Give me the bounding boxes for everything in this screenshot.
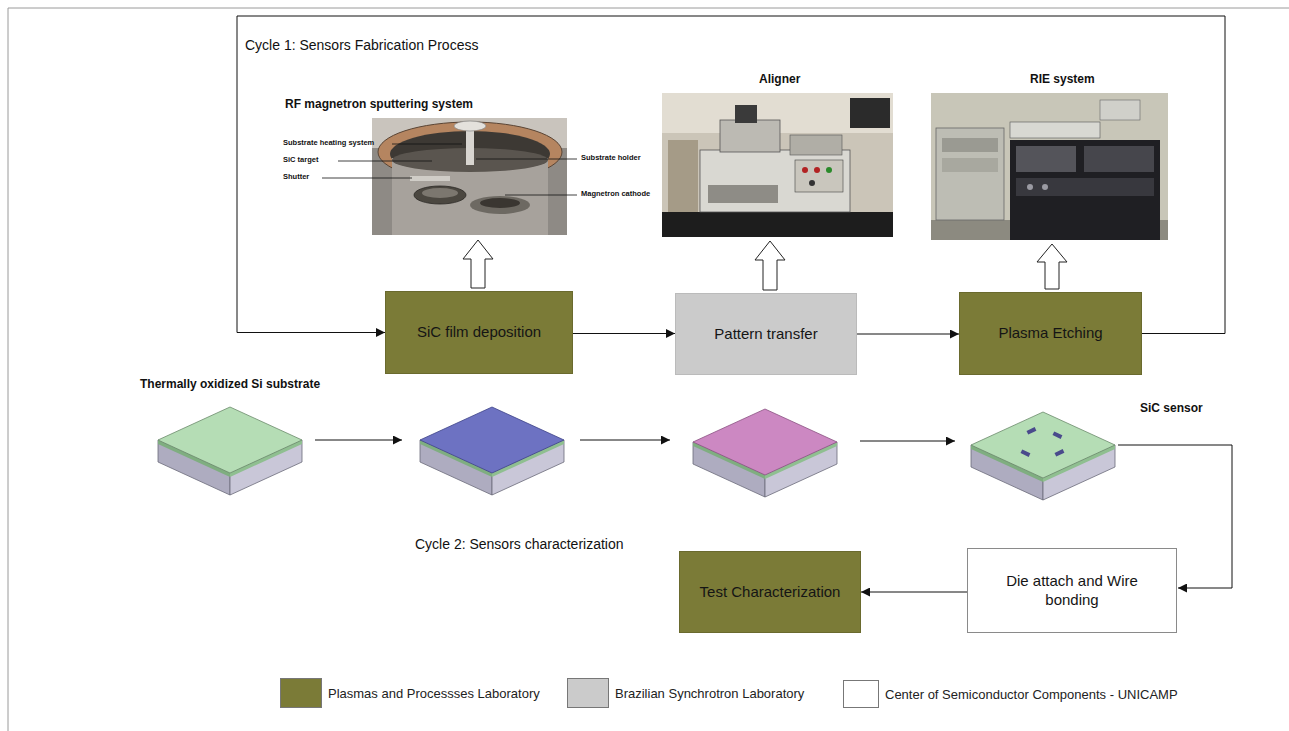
aligner-photo-part — [826, 167, 832, 173]
legend-swatch — [567, 678, 609, 708]
callout-label: Magnetron cathode — [581, 190, 650, 199]
rie-photo-part — [942, 138, 998, 152]
wafer-sensor-part — [1053, 431, 1063, 438]
legend-item: Brazilian Synchrotron Laboratory — [567, 678, 804, 708]
rie-photo-part — [1027, 184, 1033, 190]
sputtering-photo-part — [322, 178, 412, 179]
aligner-photo-part — [814, 167, 820, 173]
flow-connector — [861, 592, 967, 593]
process-box: Test Characterization — [679, 551, 861, 633]
sputtering-photo-part — [454, 121, 486, 131]
hollow-arrow-part — [755, 241, 785, 290]
rie-photo — [931, 93, 1168, 240]
box-label: SiC film deposition — [417, 323, 541, 342]
wafer-substrate — [158, 407, 302, 495]
callout-label: Substrate holder — [581, 154, 641, 163]
wafer-sic-film — [420, 407, 564, 495]
photo-title: RF magnetron sputtering system — [285, 98, 473, 112]
wafer-substrate-part — [158, 407, 302, 473]
legend-item: Center of Semiconductor Components - UNI… — [843, 680, 1178, 708]
aligner-photo-part — [700, 150, 850, 212]
aligner-photo — [662, 93, 893, 237]
aligner-photo-part — [735, 105, 757, 123]
rie-photo-part — [931, 93, 1168, 240]
aligner-photo-part — [809, 180, 815, 186]
aligner-photo-part — [795, 160, 843, 192]
process-box: Plasma Etching — [959, 292, 1142, 375]
sputtering-photo-part — [392, 144, 462, 145]
sputtering-photo-part — [480, 198, 520, 208]
callout-label: Substrate heating system — [283, 139, 374, 148]
rie-photo-part — [1100, 100, 1140, 120]
sputtering-photo-part — [410, 176, 450, 181]
flow-arrow-part — [315, 440, 402, 441]
hollow-arrow-part — [463, 240, 493, 288]
sputtering-photo-part — [470, 196, 530, 214]
legend-text: Center of Semiconductor Components - UNI… — [885, 687, 1178, 702]
aligner-photo-part — [662, 212, 893, 237]
wafer-resist-part — [693, 409, 837, 475]
rie-photo-part — [1016, 146, 1076, 172]
legend-swatch — [843, 680, 879, 708]
figure-frame — [8, 8, 1289, 731]
wafer-sensor-part — [1021, 449, 1031, 456]
legend-item: Plasmas and Processses Laboratory — [280, 678, 540, 708]
sputtering-photo-part — [422, 188, 458, 198]
cycle-title: Cycle 2: Sensors characterization — [415, 536, 624, 552]
flow-arrow-part — [860, 441, 955, 442]
rie-photo-part — [1042, 184, 1048, 190]
aligner-photo-part — [668, 140, 698, 212]
aligner-photo-part — [708, 185, 778, 203]
rie-photo-part — [936, 128, 1004, 220]
rie-photo-part — [1010, 140, 1160, 240]
box-label: Pattern transfer — [714, 325, 817, 344]
photo-title: RIE system — [1030, 73, 1095, 87]
flow-connector — [237, 16, 1225, 334]
flow-connector — [573, 333, 675, 334]
aligner-photo-part — [850, 98, 890, 128]
process-box: SiC film deposition — [385, 291, 573, 374]
sputtering-photo — [322, 118, 577, 235]
sputtering-photo-part — [372, 118, 567, 235]
aligner-photo-part — [662, 93, 893, 237]
legend-text: Plasmas and Processses Laboratory — [328, 686, 540, 701]
wafer-sensor-part — [971, 412, 1115, 478]
hollow-arrow — [463, 240, 1067, 290]
aligner-photo-part — [790, 135, 842, 155]
sputtering-photo-part — [338, 161, 432, 162]
wafer-sic-film-part — [420, 407, 564, 473]
callout-label: SiC target — [283, 156, 318, 165]
rie-photo-part — [1016, 178, 1154, 196]
aligner-photo-part — [802, 167, 808, 173]
wafer-resist — [693, 409, 837, 497]
wafer-sensor-part — [1027, 427, 1037, 434]
sputtering-photo-part — [476, 159, 577, 160]
hollow-arrow-part — [1037, 244, 1067, 289]
callout-label: Shutter — [283, 173, 309, 182]
rie-photo-part — [1010, 122, 1100, 138]
rie-photo-part — [1084, 146, 1154, 172]
photo-title: Aligner — [759, 73, 800, 87]
flow-connector — [857, 334, 959, 335]
wafer-sensor-part — [1055, 449, 1065, 456]
flow-arrow-part — [580, 440, 670, 441]
aligner-photo-part — [720, 120, 780, 152]
wafer-label: Thermally oxidized Si substrate — [140, 378, 320, 392]
process-box: Die attach and Wire bonding — [967, 548, 1177, 633]
legend-text: Brazilian Synchrotron Laboratory — [615, 686, 804, 701]
sputtering-photo-part — [414, 186, 466, 204]
box-label: Plasma Etching — [998, 324, 1102, 343]
rie-photo-part — [942, 158, 998, 172]
sputtering-photo-part — [505, 195, 577, 196]
legend-swatch — [280, 678, 322, 708]
box-label: Test Characterization — [700, 583, 841, 602]
cycle-title: Cycle 1: Sensors Fabrication Process — [245, 37, 478, 53]
wafer-label: SiC sensor — [1140, 402, 1203, 416]
wafer-sensor — [971, 412, 1115, 500]
process-box: Pattern transfer — [675, 293, 857, 375]
box-label: Die attach and Wire bonding — [978, 572, 1166, 610]
